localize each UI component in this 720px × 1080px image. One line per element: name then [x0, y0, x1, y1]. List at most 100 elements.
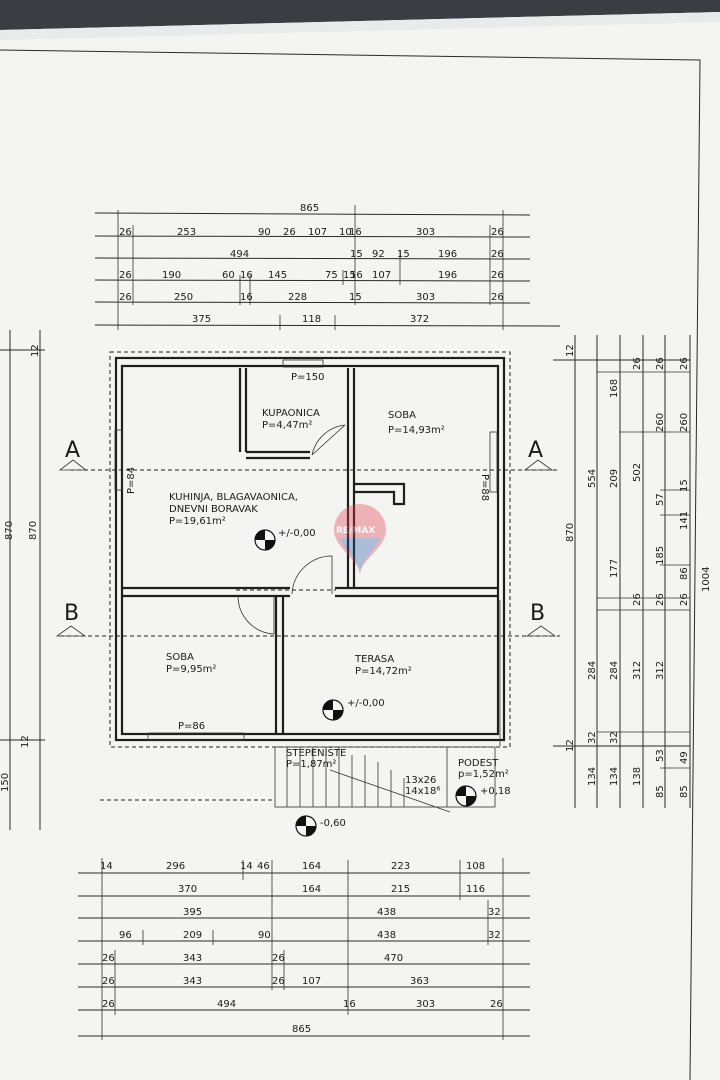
section-a-right: A: [528, 438, 543, 463]
section-a-left: A: [65, 438, 80, 463]
dim-text: 145: [268, 270, 287, 281]
dim-text: 343: [183, 953, 202, 964]
dim-text: 57: [655, 493, 666, 506]
dim-text: 260: [679, 413, 690, 432]
window-label: P=86: [178, 721, 205, 732]
dim-text: 15: [679, 479, 690, 492]
dim-text: 554: [587, 469, 598, 488]
dim-text: 26: [102, 953, 115, 964]
left-dimension-lines: 12 870 870 12 150: [0, 330, 45, 830]
dim-text: 26: [491, 249, 504, 260]
dim-text: 312: [632, 661, 643, 680]
dim-text: 260: [655, 413, 666, 432]
dim-text: 26: [491, 227, 504, 238]
dim-text: 138: [632, 767, 643, 786]
top-dimension-labels: 865 26 253 90 26 107 10 16 303 26 494 15…: [119, 203, 504, 325]
dim-text: 284: [587, 661, 598, 680]
dim-text: 26: [119, 292, 132, 303]
dim-text: 150: [0, 773, 11, 792]
dim-text: 865: [300, 203, 319, 214]
room-labels: KUPAONICA P=4,47m² SOBA P=14,93m² KUHINJ…: [166, 408, 509, 797]
dim-text: 46: [257, 861, 270, 872]
logo-text: RE/MAX: [336, 526, 375, 536]
dim-text: 26: [490, 999, 503, 1010]
dim-text: 196: [438, 249, 457, 260]
dim-text: 303: [416, 999, 435, 1010]
dim-text: 14: [240, 861, 253, 872]
dim-text: 116: [466, 884, 485, 895]
dim-text: 190: [162, 270, 181, 281]
dim-text: 164: [302, 861, 321, 872]
section-b-right: B: [530, 601, 545, 626]
dim-text: 1004: [701, 567, 712, 592]
dim-text: 228: [288, 292, 307, 303]
dim-text: 32: [587, 731, 598, 744]
dim-text: 312: [655, 661, 666, 680]
room-name: PODEST: [458, 758, 499, 769]
dim-text: 49: [679, 751, 690, 764]
dim-text: 284: [609, 661, 620, 680]
dim-text: 177: [609, 559, 620, 578]
dim-text: 12: [565, 344, 576, 357]
level-marker-icon: [295, 815, 317, 837]
room-name: TERASA: [354, 654, 394, 665]
room-name: DNEVNI BORAVAK: [169, 504, 258, 515]
dim-text: 253: [177, 227, 196, 238]
level-marker-icon: [322, 699, 344, 721]
dim-text: 16: [350, 270, 363, 281]
dim-text: 26: [491, 270, 504, 281]
level-text: +0,18: [480, 786, 511, 797]
dim-text: 134: [609, 767, 620, 786]
dim-text: 16: [240, 270, 253, 281]
dim-text: 96: [119, 930, 132, 941]
stairs: [100, 746, 496, 813]
dim-text: 16: [349, 227, 362, 238]
dim-text: 870: [565, 523, 576, 542]
dim-text: 90: [258, 227, 271, 238]
room-area: P=1,87m²: [286, 759, 336, 770]
room-name: KUHINJA, BLAGAVAONICA,: [169, 492, 298, 503]
window-label: P=150: [291, 372, 325, 383]
dim-text: 141: [679, 511, 690, 530]
dim-text: 12: [30, 344, 41, 357]
dim-text: 209: [609, 469, 620, 488]
dim-text: 15: [343, 270, 356, 281]
dim-text: 107: [372, 270, 391, 281]
dim-text: 26: [272, 953, 285, 964]
dim-text: 250: [174, 292, 193, 303]
dim-text: 209: [183, 930, 202, 941]
dim-text: 26: [679, 593, 690, 606]
dim-text: 16: [343, 999, 356, 1010]
dim-text: 164: [302, 884, 321, 895]
dim-text: 14: [100, 861, 113, 872]
window-label: P=84: [126, 467, 137, 494]
room-name: STEPENIŠTE: [286, 746, 346, 759]
window-label: P=88: [479, 474, 490, 501]
room-name: SOBA: [388, 410, 416, 421]
dim-text: 86: [679, 567, 690, 580]
room-area: p=1,52m²: [458, 769, 509, 780]
dim-text: 185: [655, 546, 666, 565]
dim-text: 92: [372, 249, 385, 260]
dim-text: 85: [655, 785, 666, 798]
dim-text: 15: [349, 292, 362, 303]
room-name: SOBA: [166, 652, 194, 663]
level-text: +/-0,00: [278, 528, 316, 539]
dim-text: 16: [240, 292, 253, 303]
dim-text: 438: [377, 930, 396, 941]
dim-text: 363: [410, 976, 429, 987]
bottom-dimension-lines: [78, 858, 530, 1040]
dim-text: 26: [655, 593, 666, 606]
dim-text: 303: [416, 227, 435, 238]
dim-text: 375: [192, 314, 211, 325]
top-dimension-lines: [94, 205, 561, 330]
dim-text: 90: [258, 930, 271, 941]
room-area: P=4,47m²: [262, 420, 312, 431]
dim-text: 215: [391, 884, 410, 895]
room-area: P=14,93m²: [388, 425, 445, 436]
stair-info: 14x18⁶: [405, 786, 440, 797]
level-marker-icon: [455, 785, 477, 807]
dim-text: 26: [632, 593, 643, 606]
room-name: KUPAONICA: [262, 408, 320, 419]
